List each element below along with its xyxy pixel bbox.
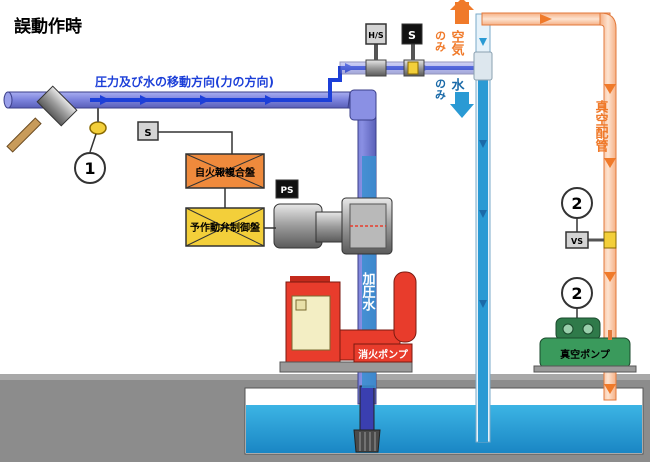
vs-device: VS: [565, 231, 604, 249]
svg-text:予作動弁制御盤: 予作動弁制御盤: [190, 221, 261, 234]
svg-text:1: 1: [84, 159, 95, 178]
riser-pipe: [473, 13, 493, 443]
svg-text:消火ポンプ: 消火ポンプ: [358, 348, 409, 361]
ground-tank: [0, 374, 650, 462]
upper-pipe: [339, 44, 481, 77]
svg-text:S: S: [144, 128, 151, 139]
svg-text:2: 2: [571, 284, 582, 303]
air-only-indicator: [450, 0, 474, 24]
svg-text:2: 2: [571, 194, 582, 213]
s-device-top: S: [401, 23, 423, 45]
vacuum-pipe-label: 真空配管: [593, 99, 609, 153]
flow-direction-label: 圧力及び水の移動方向(力の方向): [95, 74, 274, 89]
svg-text:自火報複合盤: 自火報複合盤: [195, 166, 256, 179]
preaction-panel: 予作動弁制御盤: [185, 188, 265, 247]
hammer-icon: [6, 85, 78, 153]
diagram-title: 誤動作時: [14, 16, 82, 37]
fire-pump: 消火ポンプ: [279, 271, 417, 373]
ps-device: PS: [275, 179, 299, 199]
svg-text:VS: VS: [571, 237, 583, 246]
svg-text:H/S: H/S: [368, 31, 384, 40]
svg-text:S: S: [408, 29, 416, 42]
air-only-label: 空気: [449, 29, 465, 57]
tank-water: [246, 405, 642, 453]
hvs-device: H/S: [365, 23, 387, 45]
marker-one: 1: [74, 133, 106, 184]
fire-alarm-panel: 自火報複合盤: [185, 153, 265, 189]
preaction-valve: [264, 197, 393, 255]
marker-two-lower: 2: [561, 277, 593, 322]
air-only-prefix: のみ: [434, 30, 447, 53]
sprinkler-head-icon: [89, 108, 107, 135]
svg-text:PS: PS: [280, 186, 293, 196]
marker-two-upper: 2: [561, 187, 593, 232]
water-only-indicator: [450, 92, 474, 118]
pressurized-water-label: 加圧水: [360, 272, 377, 312]
s-device-small: S: [137, 121, 233, 182]
vacuum-pump: 真空ポンプ: [533, 317, 637, 373]
water-only-label: 水: [449, 77, 465, 92]
water-only-prefix: のみ: [434, 78, 447, 101]
svg-text:真空ポンプ: 真空ポンプ: [560, 348, 611, 361]
